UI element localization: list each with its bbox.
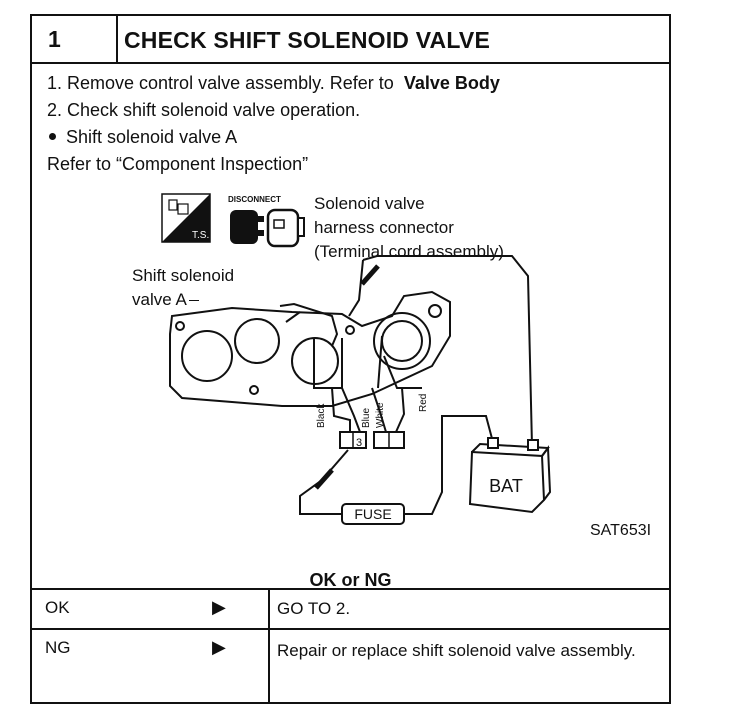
ts-icon-label: T.S. <box>192 230 209 241</box>
result-row-ng: NG ▶ Repair or replace shift solenoid va… <box>32 628 669 704</box>
valve-body-plate <box>169 290 451 407</box>
disconnect-icon-label: DISCONNECT <box>228 195 281 204</box>
instruction-3-text: Shift solenoid valve A <box>66 127 238 147</box>
wire-label-black: Black <box>316 403 327 428</box>
fuse-label: FUSE <box>354 506 391 522</box>
solenoid-label-line-2: valve A <box>132 288 234 312</box>
probe-tip-lower <box>314 468 334 490</box>
step-number: 1 <box>32 16 118 62</box>
result-action-ok[interactable]: GO TO 2. <box>277 599 351 618</box>
step-header: 1 CHECK SHIFT SOLENOID VALVE <box>32 16 669 64</box>
figure-code: SAT653I <box>590 522 652 539</box>
step-title: CHECK SHIFT SOLENOID VALVE <box>124 27 490 53</box>
solenoid-valve-label: Shift solenoid valve A <box>132 264 234 312</box>
leader-line <box>188 300 199 302</box>
result-action-ng[interactable]: Repair or replace shift solenoid valve a… <box>277 641 636 660</box>
connector-label: Solenoid valve harness connector (Termin… <box>314 192 504 264</box>
connector-label-line-1: Solenoid valve <box>314 194 425 213</box>
terminal-connector-right <box>373 431 405 449</box>
bullet-icon <box>49 133 56 141</box>
test-leads <box>299 255 533 515</box>
valve-body-reference[interactable]: Valve Body <box>403 73 500 93</box>
result-key-ng: NG <box>45 638 71 657</box>
instruction-list: 1. Remove control valve assembly. Refer … <box>47 70 500 178</box>
solenoid-test-diagram: T.S. DISCONNECT <box>161 193 552 525</box>
arrow-right-icon: ▶ <box>212 597 226 617</box>
solenoid-label-line-1: Shift solenoid <box>132 266 235 285</box>
result-row-ok: OK ▶ GO TO 2. <box>32 588 669 628</box>
fuse: FUSE <box>341 503 405 525</box>
result-heading: OK or NG <box>309 570 392 590</box>
result-divider <box>268 630 270 704</box>
wire-label-blue: Blue <box>361 408 372 428</box>
instruction-4: Refer to “Component Inspection” <box>47 154 309 174</box>
ts-icon: T.S. <box>161 193 211 243</box>
battery: BAT <box>468 437 552 514</box>
instruction-1: 1. Remove control valve assembly. Refer … <box>47 70 500 97</box>
instruction-3: Shift solenoid valve A <box>47 124 500 151</box>
instruction-2: 2. Check shift solenoid valve operation. <box>47 100 361 120</box>
arrow-right-icon: ▶ <box>212 637 226 657</box>
connector-label-line-2: harness connector <box>314 218 454 237</box>
probe-tip-upper <box>360 264 380 286</box>
disconnect-icon: DISCONNECT <box>228 195 305 248</box>
instruction-1-text: 1. Remove control valve assembly. Refer … <box>47 73 394 93</box>
battery-label: BAT <box>489 476 523 496</box>
wire-color-labels: Black Blue White Red <box>316 394 429 428</box>
solenoid-label-text: valve A <box>132 290 187 309</box>
solenoid-wires <box>331 387 406 433</box>
terminal-connector-left: 3 <box>339 431 367 449</box>
wire-label-red: Red <box>418 394 429 412</box>
result-key-ok: OK <box>45 598 70 617</box>
inspection-step-box: 1 CHECK SHIFT SOLENOID VALVE 1. Remove c… <box>30 14 671 704</box>
wire-label-white: White <box>375 402 386 428</box>
connector-label-line-3: (Terminal cord assembly) <box>314 242 504 261</box>
result-divider <box>268 590 270 628</box>
terminal-number-3: 3 <box>356 437 362 449</box>
